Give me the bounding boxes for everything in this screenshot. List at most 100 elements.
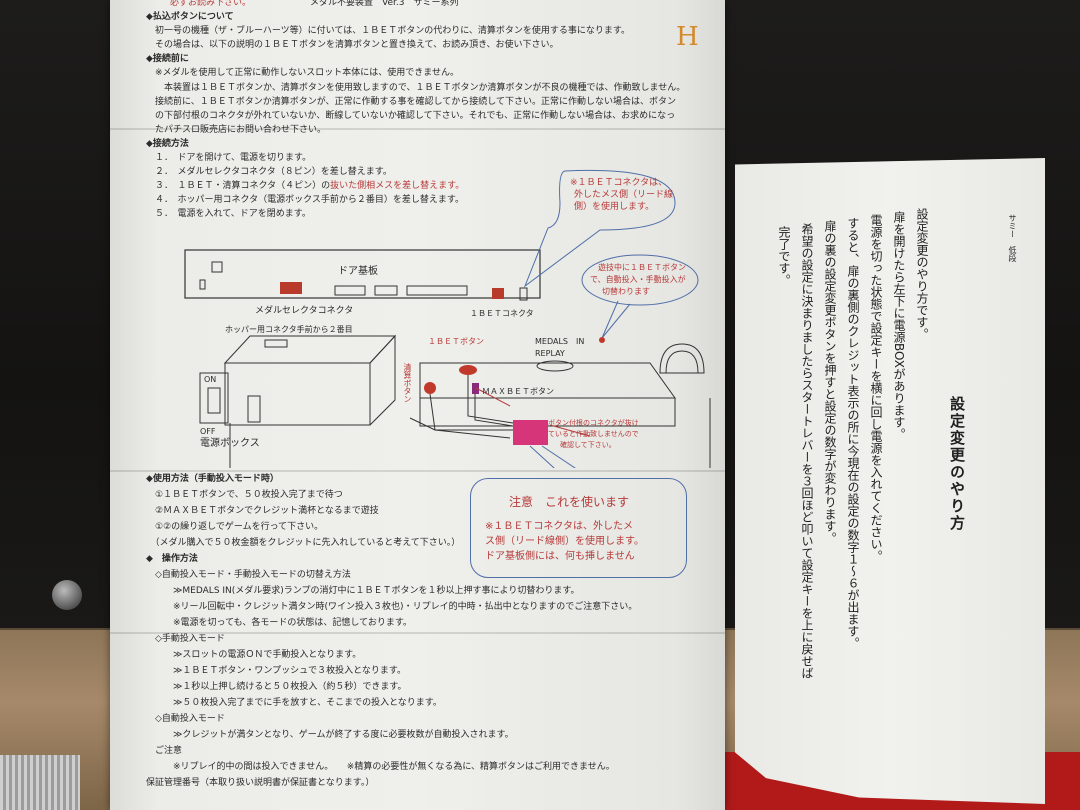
notice-line: ※１ＢＥＴコネクタは、外したメ — [485, 521, 633, 532]
text-line-main: ３． １ＢＥＴ・清算コネクタ（４ピン）の — [146, 181, 331, 192]
text-line-main: 保証管理番号（本取り扱い説明書が保証書となります。） — [146, 778, 375, 788]
text-line-main: ◆ 操作方法 — [146, 554, 198, 564]
maxbet-button-label: ＭＡＸＢＥＴボタン — [482, 387, 554, 396]
text-line-highlight: 抜いた側相メスを差し替えます。 — [330, 181, 465, 192]
text-line: （メダル購入で５０枚金額をクレジットに先入れしていると考えて下さい。） — [146, 538, 460, 549]
text-line: ※リール回転中・クレジット満タン時(ワイン投入３枚也)・リプレイ的中時・払出中と… — [146, 602, 637, 613]
text-line: ①②の繰り返しでゲームを行って下さい。 — [146, 522, 323, 533]
text-line-main: の下部付根のコネクタが外れていないか、断線していないか確認して下さい。それでも、… — [146, 110, 676, 121]
settle-button-label: 清算ボタン — [403, 363, 412, 403]
text-line: ≫クレジットが満タンとなり、ゲームが終了する度に必要枚数が自動投入されます。 — [146, 730, 514, 741]
card-maker: サミー 低段 — [1008, 214, 1017, 262]
text-line-main: ※リプレイ的中の間は投入できません。 ※精算の必要性が無くなる為に、精算ボタンは… — [146, 762, 615, 772]
bet-button-label: １ＢＥＴボタン — [428, 337, 484, 346]
text-line-main: ≫クレジットが満タンとなり、ゲームが終了する度に必要枚数が自動投入されます。 — [146, 730, 514, 740]
page-mark: H — [676, 22, 699, 52]
pink-note-line: 確認して下さい。 — [560, 441, 616, 449]
text-line-main: ２． メダルセレクタコネクタ（８ピン）を差し替えます。 — [146, 167, 392, 178]
text-line: ◆ 操作方法 — [146, 554, 198, 565]
text-line: ≫１ＢＥＴボタン・ワンプッシュで３枚投入となります。 — [146, 666, 406, 677]
text-line-main: ②ＭＡＸＢＥＴボタンでクレジット満杯となるまで遊技 — [146, 506, 379, 516]
card-line: 設定変更のやり方です。 — [915, 208, 929, 340]
text-line: ≫スロットの電源ＯＮで手動投入となります。 — [146, 650, 361, 661]
text-line: 保証管理番号（本取り扱い説明書が保証書となります。） — [146, 778, 374, 789]
bet-connector-label: １ＢＥＴコネクタ — [470, 309, 534, 318]
text-line-main: ◆払込ボタンについて — [146, 12, 234, 22]
text-line-main: １． ドアを開けて、電源を切ります。 — [146, 153, 312, 163]
text-line: ５． 電源を入れて、ドアを閉めます。 — [146, 209, 311, 220]
pink-note-line: ボタン付根のコネクタが抜け — [548, 419, 639, 427]
text-line-main: （メダル購入で５０枚金額をクレジットに先入れしていると考えて下さい。） — [146, 538, 461, 548]
text-line-main: 本装置は１ＢＥＴボタンか、清算ボタンを使用致しますので、１ＢＥＴボタンか清算ボタ… — [146, 82, 686, 93]
callout2-line: で、自動投入・手動投入が — [590, 275, 686, 284]
settings-card: サミー 低段 設定変更のやり方 設定変更のやり方です。扉を開けたら左下に電源BO… — [735, 158, 1045, 804]
notice-line: ドア基板側には、何も挿しません — [485, 551, 635, 562]
text-line-main: たパチスロ販売店にお問い合わせ下さい。 — [146, 124, 327, 135]
text-line: 接続前に、１ＢＥＴボタンか清算ボタンが、正常に作動する事を確認してから接続して下… — [146, 97, 676, 108]
text-line: ◆接続方法 — [146, 139, 189, 150]
replay-label: REPLAY — [535, 349, 565, 358]
text-line: の下部付根のコネクタが外れていないか、断線していないか確認して下さい。それでも、… — [146, 111, 675, 122]
text-line: ４． ホッパー用コネクタ（電源ボックス手前から２番目）を差し替えます。 — [146, 195, 464, 206]
card-line: 希望の設定に決まりましたらスタートレバーを３回ほど叩いて設定キーを上に戻せば — [800, 223, 814, 679]
callout1-line: 側）を使用します。 — [574, 202, 655, 212]
text-line: その場合は、以下の説明の１ＢＥＴボタンを清算ボタンと置き換えて、お読み頂き、お使… — [146, 40, 558, 51]
screw-icon — [52, 580, 82, 610]
fold-line — [110, 128, 725, 130]
text-line-main: ◇自動投入モード — [146, 714, 225, 724]
card-line: 扉を開けたら左下に電源BOXがあります。 — [892, 211, 906, 440]
text-line: ◇自動投入モード — [146, 714, 225, 725]
text-line: ※メダルを使用して正常に動作しないスロット本体には、使用できません。 — [146, 68, 459, 79]
diagram-drawing — [184, 169, 711, 468]
callout2-line: 切替わります — [602, 287, 650, 296]
text-line-main: ご注意 — [146, 746, 183, 756]
card-title: 設定変更のやり方 — [948, 396, 966, 532]
card-line: 完了です。 — [777, 226, 791, 286]
text-line: ◆払込ボタンについて — [146, 12, 234, 23]
on-label: ON — [204, 375, 217, 384]
medals-in-label: MEDALS IN — [535, 337, 585, 346]
text-line-main: ◇自動投入モード・手動投入モードの切替え方法 — [146, 570, 351, 580]
text-line: ①１ＢＥＴボタンで、５０枚投入完了まで待つ — [146, 490, 343, 501]
text-line-main: ①１ＢＥＴボタンで、５０枚投入完了まで待つ — [146, 490, 343, 500]
header-left: 必ずお読み下さい。 — [170, 0, 252, 8]
text-line-main: ≫スロットの電源ＯＮで手動投入となります。 — [146, 650, 362, 660]
door-board-label: ドア基板 — [338, 266, 378, 277]
fold-line — [110, 632, 725, 634]
hopper-label: ホッパー用コネクタ手前から２番目 — [225, 325, 353, 334]
text-line-main: ◇手動投入モード — [146, 634, 225, 644]
callout1-line: ※１ＢＥＴコネクタは、 — [570, 178, 668, 188]
off-label: OFF — [200, 427, 216, 436]
text-line: ◆接続前に — [146, 54, 189, 65]
text-line: ◆使用方法（手動投入モード時） — [146, 474, 279, 485]
text-line: ※電源を切っても、各モードの状態は、記憶しております。 — [146, 618, 412, 629]
text-line: １． ドアを開けて、電源を切ります。 — [146, 153, 311, 164]
text-line: ３． １ＢＥＴ・清算コネクタ（４ピン）の抜いた側相メスを差し替えます。 — [146, 181, 464, 192]
text-line-main: 初一号の機種（ザ・ブルーハーツ等）に付いては、１ＢＥＴボタンの代わりに、清算ボタ… — [146, 26, 631, 37]
text-line-main: その場合は、以下の説明の１ＢＥＴボタンを清算ボタンと置き換えて、お読み頂き、お使… — [146, 40, 559, 51]
text-line: たパチスロ販売店にお問い合わせ下さい。 — [146, 125, 326, 136]
callout2-line: 遊技中に１ＢＥＴボタン — [598, 263, 686, 272]
card-line: 電源を切った状態で設定キーを横に回し電源を入れてください。 — [869, 214, 883, 562]
text-line-main: ≫MEDALS IN(メダル要求)ランプの消灯中に１ＢＥＴボタンを１秒以上押す事… — [146, 586, 580, 596]
notice-box: 注意 これを使います ※１ＢＥＴコネクタは、外したメ ス側（リード線側）を使用し… — [470, 478, 687, 578]
text-line-main: ≫１秒以上押し続けると５０枚投入（約５秒）できます。 — [146, 682, 407, 692]
text-line-main: 接続前に、１ＢＥＴボタンか清算ボタンが、正常に作動する事を確認してから接続して下… — [146, 96, 677, 107]
text-line-main: ◆接続方法 — [146, 138, 189, 149]
text-line-main: ※リール回転中・クレジット満タン時(ワイン投入３枚也)・リプレイ的中時・払出中と… — [146, 602, 638, 612]
text-line: 本装置は１ＢＥＴボタンか、清算ボタンを使用致しますので、１ＢＥＴボタンか清算ボタ… — [146, 83, 685, 94]
text-line: 初一号の機種（ザ・ブルーハーツ等）に付いては、１ＢＥＴボタンの代わりに、清算ボタ… — [146, 26, 630, 37]
medal-selector-label: メダルセレクタコネクタ — [255, 306, 354, 316]
card-line: 扉の裏の設定変更ボタンを押すと設定の数字が変わります。 — [823, 220, 837, 544]
text-line: ≫５０枚投入完了までに手を放すと、そこまでの投入となります。 — [146, 698, 442, 709]
pink-note-line: ていると作動致しませんので — [548, 430, 639, 438]
notice-line: ス側（リード線側）を使用します。 — [485, 536, 644, 547]
fold-line — [110, 470, 725, 472]
instruction-sheet: 必ずお読み下さい。 メダル不要装置 Ver.3 サミー系列 H ◆払込ボタンにつ… — [110, 0, 725, 810]
text-line-main: ①②の繰り返しでゲームを行って下さい。 — [146, 522, 324, 532]
text-line: ◇自動投入モード・手動投入モードの切替え方法 — [146, 570, 351, 581]
text-line-main: ◆接続前に — [146, 54, 189, 65]
text-line: ご注意 — [146, 746, 182, 757]
text-line-main: ※メダルを使用して正常に動作しないスロット本体には、使用できません。 — [146, 68, 460, 79]
